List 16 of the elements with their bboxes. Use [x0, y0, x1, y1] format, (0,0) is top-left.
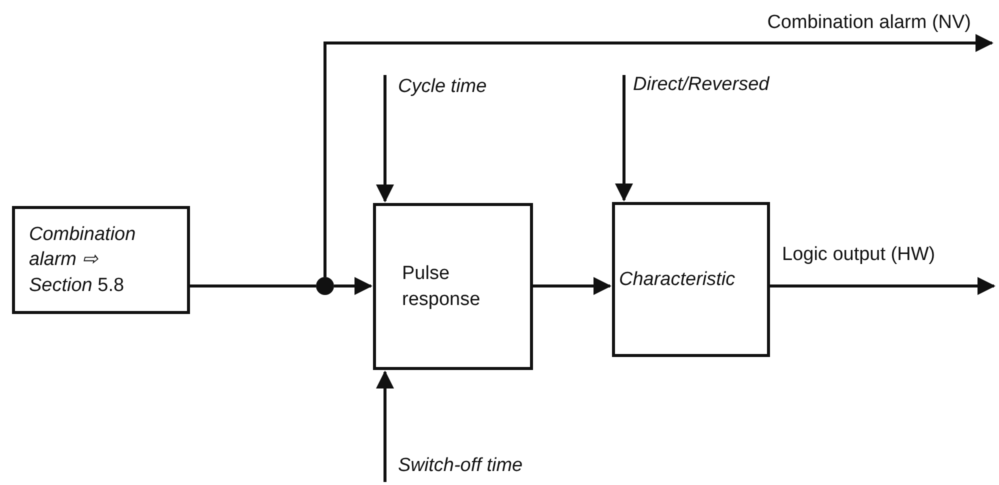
edge-label: Combination alarm (NV) — [765, 12, 973, 34]
box-label: Characteristic — [619, 268, 736, 292]
arrow — [334, 277, 372, 295]
arrow — [533, 277, 612, 295]
process-box — [12, 206, 190, 314]
arrow — [376, 75, 394, 202]
process-box — [612, 202, 770, 357]
arrow — [615, 75, 633, 202]
junction-dot — [316, 277, 334, 295]
arrow — [770, 277, 996, 295]
edge-label: Cycle time — [396, 76, 489, 98]
box-label: Pulse response — [402, 262, 482, 312]
arrow — [376, 370, 394, 482]
process-box — [373, 203, 533, 370]
arrow — [324, 34, 994, 277]
box-label: Combination alarm ⇨ Section 5.8 — [29, 222, 137, 298]
